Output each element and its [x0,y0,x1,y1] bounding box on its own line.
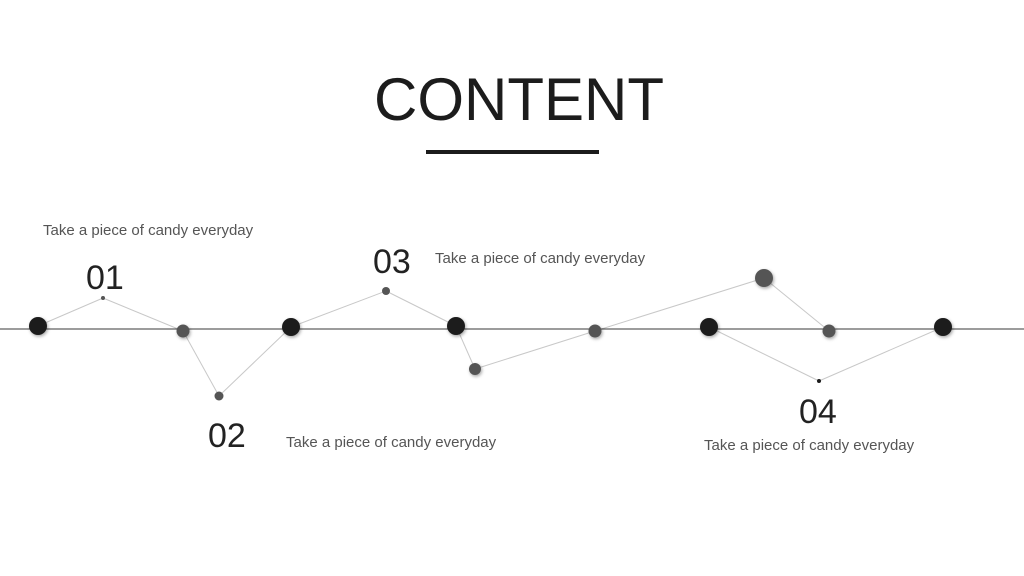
timeline-node-8 [469,363,481,375]
timeline-nodes [29,269,952,401]
connector-line-12 [818,326,944,382]
timeline-node-9 [588,324,602,338]
timeline-node-14 [934,318,952,336]
timeline-node-3 [176,324,190,338]
connector-line-6 [385,290,457,327]
timeline-node-10 [700,318,718,336]
timeline-node-2 [101,296,105,300]
connector-line-10 [763,277,830,332]
timeline-node-13 [817,379,821,383]
connector-line-1 [37,297,104,327]
timeline-node-11 [755,269,773,287]
timeline-node-5 [282,318,300,336]
connector-line-9 [594,277,765,332]
item-number-04: 04 [799,393,837,431]
item-text-01: Take a piece of candy everyday [43,222,254,239]
connector-line-11 [708,326,820,382]
title-underline [426,150,599,154]
timeline-node-7 [447,317,465,335]
item-number-02: 02 [208,417,246,455]
connector-line-4 [218,326,292,397]
connector-line-5 [290,290,387,328]
connector-line-2 [102,297,184,332]
connector-line-8 [474,330,596,370]
item-number-03: 03 [373,243,411,281]
item-text-03: Take a piece of candy everyday [435,250,646,267]
item-text-04: Take a piece of candy everyday [704,437,915,454]
timeline-node-12 [822,324,836,338]
connector-line-3 [182,330,220,397]
timeline-node-4 [214,391,224,401]
item-number-01: 01 [86,259,124,297]
page-title: CONTENT [374,66,664,133]
timeline-node-6 [382,287,390,295]
item-text-02: Take a piece of candy everyday [286,434,497,451]
timeline-node-1 [29,317,47,335]
connector-lines [37,277,944,397]
